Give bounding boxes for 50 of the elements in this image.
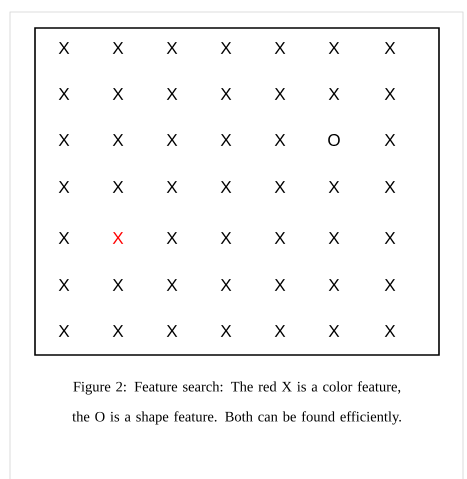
letter: X bbox=[220, 134, 232, 146]
letter: X bbox=[274, 134, 286, 146]
letter: X bbox=[166, 181, 178, 193]
letter: X bbox=[274, 232, 286, 244]
letter: X bbox=[384, 134, 396, 146]
letter: X bbox=[166, 325, 178, 337]
letter: X bbox=[220, 232, 232, 244]
letter: X bbox=[112, 42, 124, 54]
letter: X bbox=[328, 279, 340, 291]
letter: X bbox=[274, 88, 286, 100]
letter: X bbox=[274, 181, 286, 193]
letter: X bbox=[58, 88, 70, 100]
letter: X bbox=[220, 279, 232, 291]
letter: X bbox=[166, 232, 178, 244]
letter: X bbox=[58, 134, 70, 146]
letter: X bbox=[166, 279, 178, 291]
letter: X bbox=[384, 232, 396, 244]
letter: X bbox=[112, 279, 124, 291]
letter: X bbox=[384, 181, 396, 193]
letter: X bbox=[384, 88, 396, 100]
letter: X bbox=[328, 42, 340, 54]
letter: X bbox=[166, 134, 178, 146]
letter: X bbox=[274, 325, 286, 337]
letter: X bbox=[274, 42, 286, 54]
letter: X bbox=[384, 42, 396, 54]
letter: X bbox=[58, 232, 70, 244]
letter: X bbox=[112, 325, 124, 337]
letter: X bbox=[328, 88, 340, 100]
figure-caption: Figure 2: Feature search: The red X is a color feature, the O is a shape feature. Both can be found efficiently. bbox=[72, 381, 401, 425]
letter: X bbox=[166, 42, 178, 54]
letter: X bbox=[220, 42, 232, 54]
letter: X bbox=[112, 232, 124, 244]
letter: X bbox=[112, 181, 124, 193]
letter: X bbox=[58, 279, 70, 291]
letter: X bbox=[328, 232, 340, 244]
letter: O bbox=[328, 134, 340, 146]
letter: X bbox=[220, 325, 232, 337]
letter: X bbox=[112, 88, 124, 100]
letter: X bbox=[58, 42, 70, 54]
letter: X bbox=[166, 88, 178, 100]
letter: X bbox=[328, 181, 340, 193]
letter: X bbox=[112, 134, 124, 146]
letter: X bbox=[384, 279, 396, 291]
letter: X bbox=[58, 181, 70, 193]
letter: X bbox=[274, 279, 286, 291]
letter: X bbox=[220, 88, 232, 100]
letter: X bbox=[328, 325, 340, 337]
letter: X bbox=[384, 325, 396, 337]
letter: X bbox=[220, 181, 232, 193]
letter: X bbox=[58, 325, 70, 337]
